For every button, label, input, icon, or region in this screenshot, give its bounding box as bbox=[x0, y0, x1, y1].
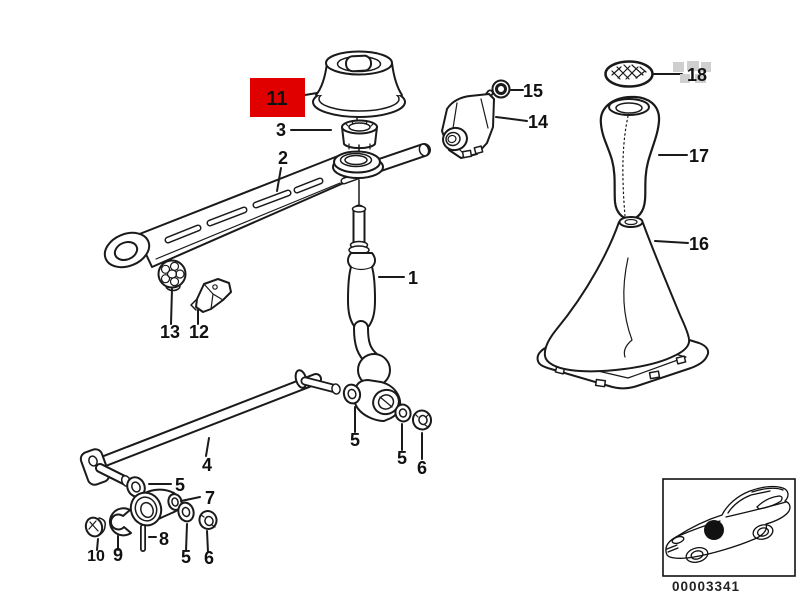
part-label-13: 13 bbox=[160, 322, 180, 342]
highlight-box bbox=[250, 78, 305, 117]
part-3-bearing-drawing bbox=[341, 119, 378, 153]
part-17-shift-knob-drawing bbox=[599, 95, 661, 221]
part-5-washer-c-drawing bbox=[342, 383, 362, 405]
part-label-11: 11 bbox=[266, 88, 287, 110]
part-location-dot bbox=[704, 520, 724, 540]
part-label-4: 4 bbox=[202, 455, 212, 475]
part-labels: 1 2 3 4 5 7 8 9 10 5 6 5 5 6 12 13 14 15… bbox=[87, 65, 709, 568]
part-16-shift-boot-drawing bbox=[536, 216, 710, 390]
part-label-18: 18 bbox=[687, 65, 707, 85]
part-location-thumbnail: 00003341 bbox=[662, 478, 796, 594]
part-label-15: 15 bbox=[523, 81, 543, 101]
part-6-nut-b-drawing bbox=[411, 409, 433, 431]
part-label-12: 12 bbox=[189, 322, 209, 342]
part-label-2: 2 bbox=[278, 148, 288, 168]
part-label-17: 17 bbox=[689, 146, 709, 166]
part-label-16: 16 bbox=[689, 234, 709, 254]
part-label-9: 9 bbox=[113, 545, 123, 565]
part-label-3: 3 bbox=[276, 120, 286, 140]
thumbnail-frame bbox=[662, 478, 796, 577]
highlight-box-part-11: 11 bbox=[250, 78, 305, 117]
part-label-1: 1 bbox=[408, 268, 418, 288]
part-label-6a: 6 bbox=[204, 548, 214, 568]
part-1-shift-lever-drawing bbox=[347, 179, 402, 422]
part-label-14: 14 bbox=[528, 112, 548, 132]
part-label-5d: 5 bbox=[397, 448, 407, 468]
part-label-7: 7 bbox=[205, 488, 215, 508]
part-12-bracket-drawing bbox=[190, 278, 232, 313]
part-18-emblem-drawing bbox=[604, 60, 654, 88]
part-13-nut-drawing bbox=[157, 259, 187, 292]
watermark-artifact bbox=[673, 61, 711, 83]
part-5-washer-b-drawing bbox=[177, 501, 195, 523]
part-10-cap-drawing bbox=[84, 516, 106, 538]
diagram-number: 00003341 bbox=[672, 579, 740, 594]
part-11-rubber-boot-drawing bbox=[312, 50, 406, 121]
part-7-joint-drawing bbox=[129, 488, 183, 527]
part-15-grommet-drawing bbox=[491, 79, 511, 99]
part-9-clamp-drawing bbox=[108, 507, 132, 537]
part-label-5c: 5 bbox=[350, 430, 360, 450]
part-label-5a: 5 bbox=[175, 475, 185, 495]
part-14-bracket-drawing bbox=[441, 89, 495, 159]
leader-lines bbox=[96, 73, 689, 553]
part-label-10: 10 bbox=[87, 548, 105, 565]
part-label-6b: 6 bbox=[417, 458, 427, 478]
part-2-selector-arm-drawing bbox=[103, 143, 431, 269]
part-label-8: 8 bbox=[159, 529, 169, 549]
part-5-washer-d-drawing bbox=[394, 403, 412, 423]
part-label-5b: 5 bbox=[181, 547, 191, 567]
part-6-nut-a-drawing bbox=[198, 510, 218, 530]
